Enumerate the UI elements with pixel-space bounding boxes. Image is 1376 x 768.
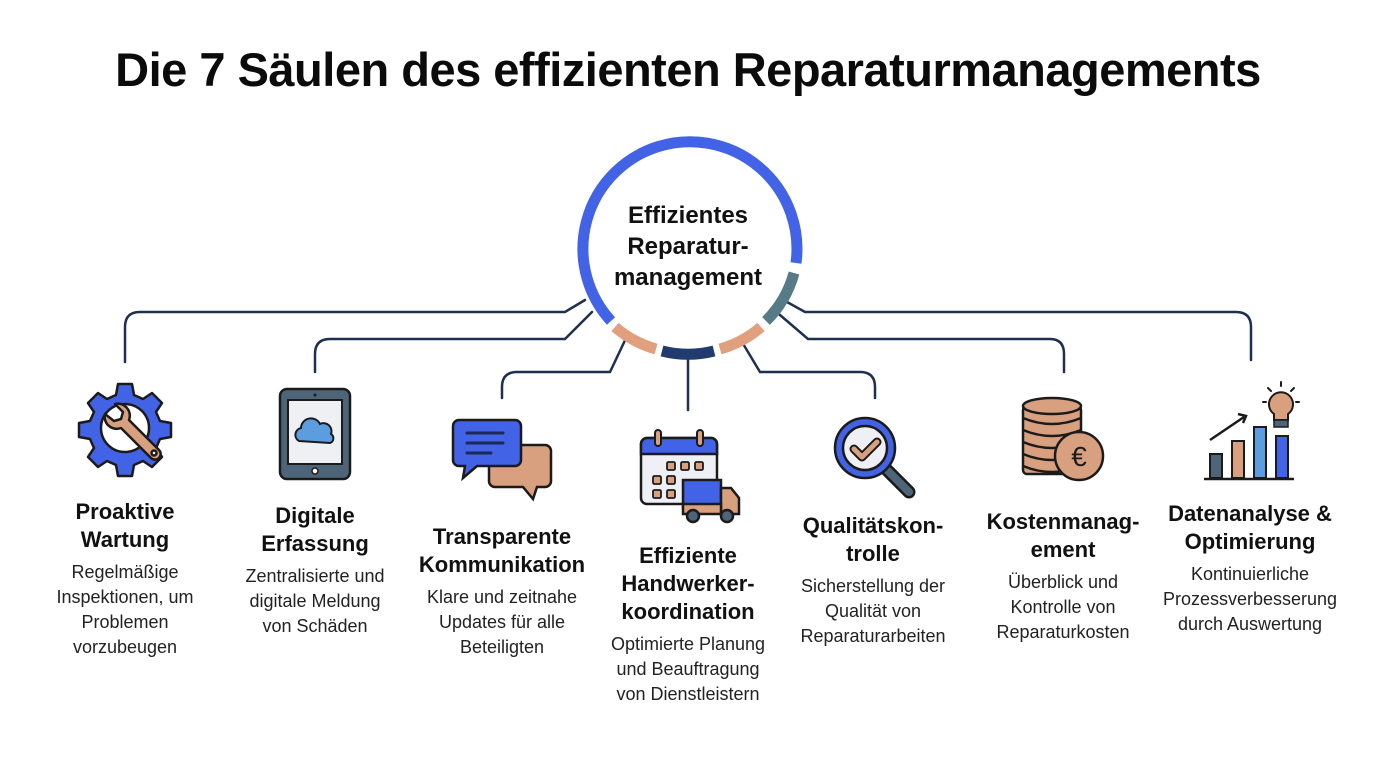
hub-ring (577, 136, 803, 360)
pillar-datenanalyse: Datenanalyse & Optimierung Kontinuierlic… (1160, 380, 1340, 637)
chart-bulb-icon (1204, 381, 1300, 481)
pillar-proaktive-wartung: Proaktive Wartung Regelmäßige Inspektion… (35, 378, 215, 660)
pillar-description: Regelmäßige Inspektionen, um Problemen v… (56, 562, 194, 657)
pillar-description: Kontinuierliche Prozessverbesserung durc… (1162, 564, 1338, 634)
pillar-digitale-erfassung: Digitale Erfassung Zentralisierte und di… (225, 386, 405, 639)
pillar-title: Effiziente Handwerker- koordination (621, 543, 755, 624)
pillar-handwerkerkoordination: Effiziente Handwerker- koordination Opti… (598, 428, 778, 707)
chat-bubbles-icon (451, 418, 553, 502)
connector-kosten (771, 307, 1066, 374)
pillar-description: Sicherstellung der Qualität von Reparatu… (800, 576, 946, 646)
ring-segment-peach-right (718, 322, 765, 355)
magnifier-check-icon (833, 416, 916, 499)
pillar-description: Klare und zeitnahe Updates für alle Bete… (426, 587, 578, 657)
hub-label: Effizientes Reparatur- management (613, 202, 763, 291)
connector-datenanalyse (776, 295, 1253, 362)
ring-segment-navy (660, 345, 716, 360)
connector-lines (123, 295, 1253, 412)
hub-background (581, 140, 795, 354)
ring-segment-blue (577, 136, 803, 325)
ring-segment-teal (762, 271, 800, 325)
tablet-cloud-icon (278, 387, 352, 481)
page-title: Die 7 Säulen des effizienten Reparaturma… (115, 43, 1261, 96)
coins-euro-icon: € (1021, 396, 1105, 482)
pillar-transparente-kommunikation: Transparente Kommunikation Klare und zei… (412, 415, 592, 660)
connector-qualitaet (740, 340, 877, 400)
pillar-title: Qualitätskon- trolle (802, 513, 944, 566)
pillar-kostenmanagement: € Kostenmanag- ement Überblick und Kontr… (973, 394, 1153, 645)
svg-text:€: € (1071, 441, 1087, 472)
connector-proaktive-wartung (123, 298, 587, 364)
pillar-qualitaetskontrolle: Qualitätskon- trolle Sicherstellung der … (783, 408, 963, 649)
pillar-description: Überblick und Kontrolle von Reparaturkos… (996, 572, 1130, 642)
gear-wrench-icon (77, 382, 173, 478)
pillar-title: Datenanalyse & Optimierung (1168, 501, 1332, 554)
calendar-truck-icon (639, 429, 741, 524)
pillar-title: Proaktive Wartung (75, 499, 175, 552)
ring-segment-peach-left (611, 322, 658, 355)
pillar-description: Zentralisierte und digitale Meldung von … (245, 566, 385, 636)
connector-kommunikation (500, 332, 630, 400)
pillar-title: Kostenmanag- ement (986, 509, 1140, 562)
pillar-description: Optimierte Planung und Beauftragung von … (610, 634, 766, 704)
pillar-title: Transparente Kommunikation (418, 524, 586, 577)
pillar-title: Digitale Erfassung (261, 503, 369, 556)
connector-digitale-erfassung (313, 310, 594, 374)
